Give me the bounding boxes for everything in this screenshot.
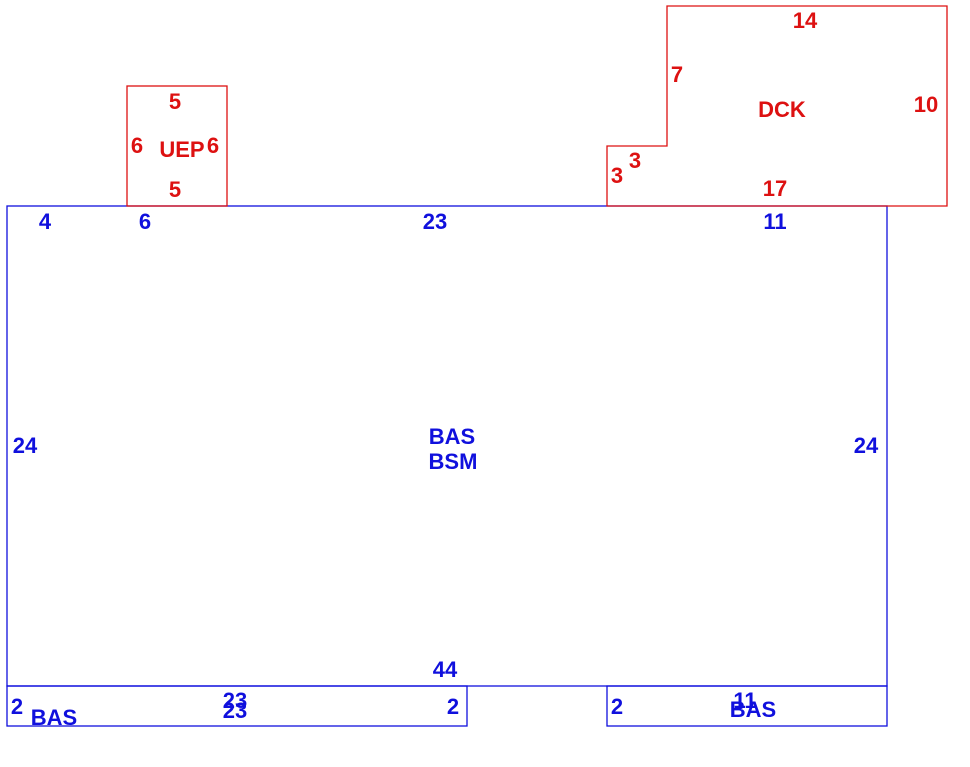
dim-bump-left-left: 2 [11, 694, 23, 719]
area-porch-code: UEP [159, 137, 204, 162]
porch-outline [126, 85, 228, 207]
dim-deck-step-left: 3 [611, 163, 623, 188]
bump-left-outline [6, 685, 468, 727]
area-bump-left-code: BAS [31, 705, 77, 730]
dim-main-top-mid: 23 [423, 209, 447, 234]
dim-main-right: 24 [854, 433, 879, 458]
dim-porch-bottom: 5 [169, 177, 181, 202]
dim-deck-bottom: 17 [763, 176, 787, 201]
dim-deck-left-upper: 7 [671, 62, 683, 87]
dim-main-top-left: 4 [39, 209, 52, 234]
dim-main-left: 24 [13, 433, 38, 458]
dim-bump-left-right: 2 [447, 694, 459, 719]
area-main-code-1: BAS [429, 424, 475, 449]
dim-main-top-right: 11 [763, 209, 786, 234]
dim-bump-right-top: 11 [733, 688, 756, 713]
dim-deck-right: 10 [914, 92, 938, 117]
dim-bump-right-left: 2 [611, 694, 623, 719]
bump-right-outline [606, 685, 888, 727]
dim-deck-step-top: 3 [629, 148, 641, 173]
dim-deck-top: 14 [793, 8, 818, 33]
dim-porch-left: 6 [131, 133, 143, 158]
dim-main-bottom: 44 [433, 657, 458, 682]
deck-outline [606, 5, 948, 207]
dim-bump-left-top: 23 [223, 688, 247, 713]
area-main-code-2: BSM [429, 449, 478, 474]
dim-porch-top: 5 [169, 89, 181, 114]
area-deck-code: DCK [758, 97, 806, 122]
dim-main-top-porch: 6 [139, 209, 151, 234]
area-bump-right-code: BAS [730, 697, 776, 722]
dim-porch-right: 6 [207, 133, 219, 158]
dim-bump-left-bottom: 23 [223, 698, 247, 723]
